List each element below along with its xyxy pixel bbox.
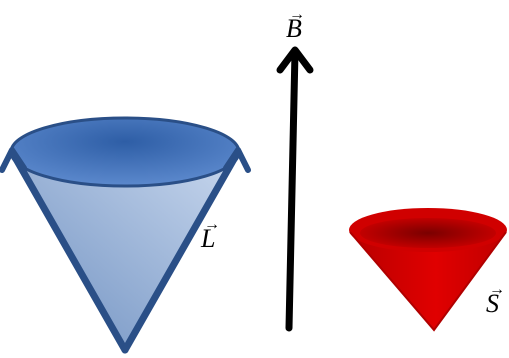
s-cone-edge bbox=[349, 231, 507, 332]
b-field-shaft bbox=[285, 48, 299, 332]
b-field-arrow bbox=[276, 46, 314, 332]
s-cone bbox=[349, 208, 507, 332]
b-field-arrowhead bbox=[276, 46, 314, 74]
b-vector-label: → B bbox=[286, 7, 305, 43]
s-cone-body bbox=[350, 232, 506, 330]
l-cone-edge-left bbox=[8, 148, 129, 354]
l-cone bbox=[0, 116, 251, 354]
l-cone-edge-right bbox=[121, 148, 242, 354]
l-vector-label: → L bbox=[201, 217, 220, 253]
b-label-text: B bbox=[286, 14, 302, 43]
l-cone-rim bbox=[9, 116, 241, 188]
vector-arrow-mark: → bbox=[489, 281, 505, 298]
s-cone-opening bbox=[360, 218, 496, 248]
l-cone-arrowhead-right bbox=[223, 147, 251, 173]
l-cone-arrowhead-left bbox=[0, 147, 27, 173]
s-label-text: S bbox=[486, 289, 499, 318]
s-vector-label: → S bbox=[486, 282, 505, 318]
l-label-text: L bbox=[201, 224, 216, 253]
vector-arrow-mark: → bbox=[204, 216, 220, 233]
l-cone-body bbox=[12, 152, 238, 350]
vector-arrow-mark: → bbox=[289, 6, 305, 23]
